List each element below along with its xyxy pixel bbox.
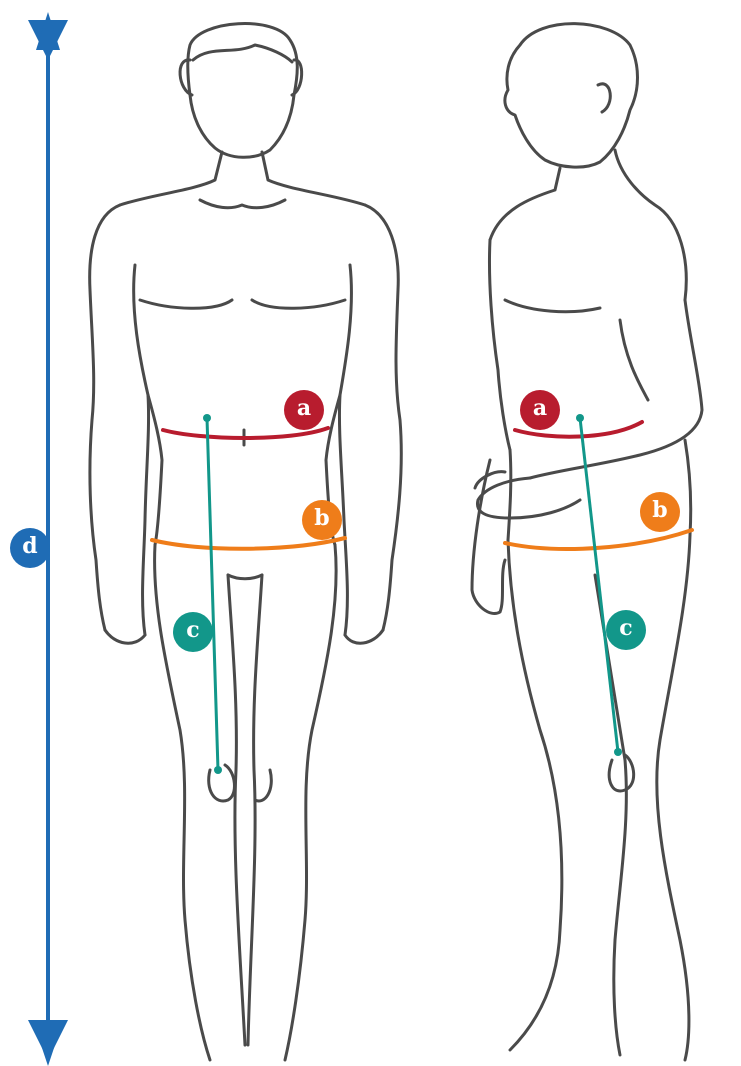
front-inseam-line [207,418,218,770]
badge-d-label: d [22,533,37,559]
side-knee-dot [614,748,622,756]
badge-front-c: c [173,612,213,652]
front-inseam-dot [203,414,211,422]
badge-side-b: b [640,492,680,532]
height-arrow-bottom-head [36,1030,60,1066]
badge-front-a: a [284,390,324,430]
height-arrow-top-head [36,12,60,50]
side-inseam-dot [576,414,584,422]
side-hip-line [505,530,692,549]
badge-side-a: a [520,390,560,430]
badge-side-a-label: a [533,395,547,421]
front-figure [90,24,402,1060]
front-hip-line [152,538,345,549]
badge-front-b-label: b [314,505,329,531]
badge-front-b: b [302,500,342,540]
badge-side-c: c [606,610,646,650]
badge-front-a-label: a [297,395,311,421]
badge-front-c-label: c [186,617,199,643]
badge-side-c-label: c [619,615,632,641]
front-knee-dot [214,766,222,774]
badge-d: d [10,528,50,568]
side-inseam-line [580,418,618,752]
badge-side-b-label: b [652,497,667,523]
